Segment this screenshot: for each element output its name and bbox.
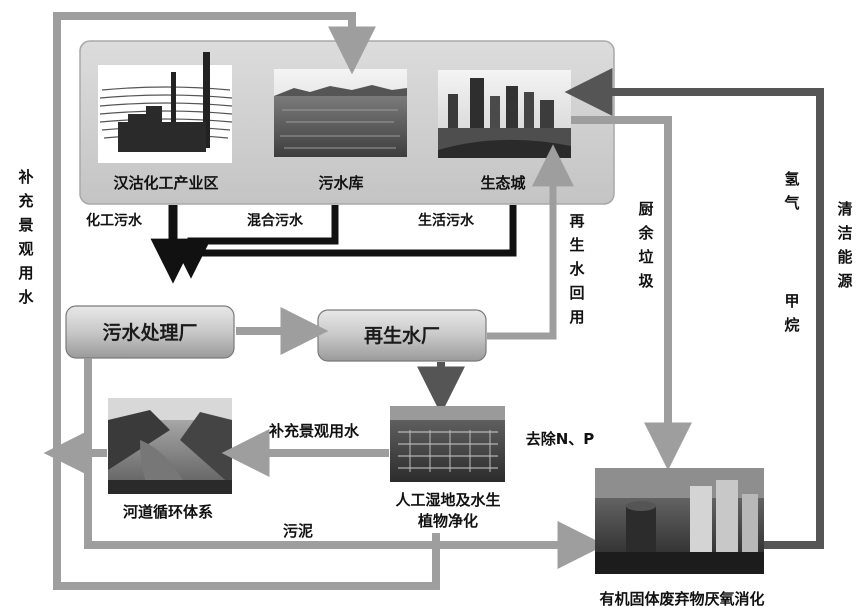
vertical-char: 能 <box>837 248 852 266</box>
vertical-char: 再 <box>569 212 584 230</box>
sewage-reservoir-image <box>274 69 407 157</box>
kitchen-waste-label: 厨余垃圾 <box>637 200 654 290</box>
remove-np-label: 去除N、P <box>526 430 595 448</box>
sludge-label: 污泥 <box>283 522 313 540</box>
vertical-char: 清 <box>837 200 852 218</box>
sewage-plant-box <box>65 305 235 359</box>
kitchen-waste-arrow <box>571 116 692 471</box>
reclaimed-reuse-arrow <box>487 144 574 340</box>
wetland-label-line2: 植物净化 <box>418 512 478 530</box>
vertical-char: 水 <box>18 288 34 306</box>
supplement-water-loop <box>53 12 440 590</box>
wetland-label-line1: 人工湿地及水生 <box>395 491 500 509</box>
vertical-char: 气 <box>783 194 799 212</box>
river-system-label: 河道循环体系 <box>123 503 213 521</box>
vertical-char: 余 <box>637 224 654 242</box>
vertical-char: 水 <box>569 260 585 278</box>
vertical-char: 烷 <box>784 316 799 334</box>
vertical-char: 回 <box>569 284 584 302</box>
anaerobic-digestion-image <box>595 468 764 574</box>
vertical-char: 圾 <box>638 272 654 290</box>
anaerobic-digestion-label: 有机固体废弃物厌氧消化 <box>599 590 764 608</box>
chemical-park-label: 汉沽化工产业区 <box>113 174 218 192</box>
domestic-sewage-label: 生活污水 <box>418 212 475 229</box>
sewage-flow-arrows <box>150 205 517 284</box>
eco-city-label: 生态城 <box>480 174 525 192</box>
vertical-char: 氢 <box>784 170 799 188</box>
sludge-arrow <box>84 358 606 569</box>
sewage-plant-label: 污水处理厂 <box>102 321 197 344</box>
vertical-char: 垃 <box>638 248 653 266</box>
clean-energy-arrow <box>564 68 824 549</box>
vertical-char: 观 <box>18 240 33 258</box>
supplement-water-mid-label: 补充景观用水 <box>268 422 360 440</box>
chemical-plant-image <box>98 52 233 163</box>
vertical-char: 甲 <box>784 292 799 310</box>
methane-label: 甲烷 <box>784 292 799 334</box>
supplement-water-left-label: 补充景观用水 <box>17 168 34 306</box>
vertical-char: 洁 <box>837 224 852 242</box>
reclaimed-reuse-label: 再生水回用 <box>569 212 585 326</box>
vertical-char: 充 <box>18 192 33 210</box>
vertical-char: 用 <box>569 308 584 326</box>
chemical-sewage-label: 化工污水 <box>86 212 143 229</box>
vertical-char: 用 <box>18 264 33 282</box>
vertical-char: 源 <box>837 272 852 290</box>
sewage-reservoir-label: 污水库 <box>318 174 363 192</box>
wetland-image <box>390 406 505 482</box>
clean-energy-label: 清洁能源 <box>837 200 852 290</box>
river-system-image <box>108 398 232 494</box>
mixed-sewage-label: 混合污水 <box>247 212 304 229</box>
vertical-char: 生 <box>569 236 584 254</box>
vertical-char: 厨 <box>638 200 653 218</box>
vertical-char: 补 <box>17 168 33 186</box>
reclaimed-plant-label: 再生水厂 <box>364 324 440 347</box>
hydrogen-label: 氢气 <box>783 170 799 212</box>
vertical-char: 景 <box>18 216 33 234</box>
eco-city-image <box>438 70 571 158</box>
